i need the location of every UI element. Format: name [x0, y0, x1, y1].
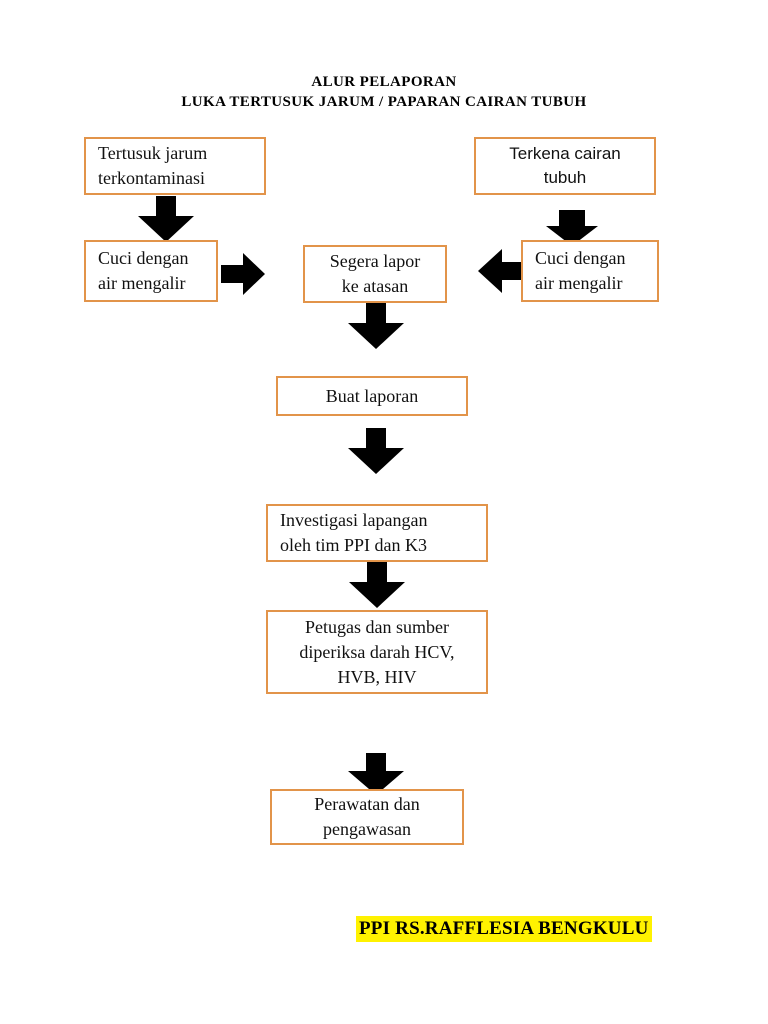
arrow-down-laporan-to-investigasi	[348, 428, 404, 474]
page-title-line-2: LUKA TERTUSUK JARUM / PAPARAN CAIRAN TUB…	[181, 94, 587, 110]
flow-node-line: pengawasan	[323, 819, 411, 839]
flow-node-periksa-darah[interactable]: Petugas dan sumber diperiksa darah HCV, …	[266, 610, 488, 694]
arrow-down-tertusuk-to-cuci	[138, 196, 194, 242]
flow-node-cuci-kanan[interactable]: Cuci dengan air mengalir	[521, 240, 659, 302]
flow-node-line: Buat laporan	[325, 385, 419, 406]
arrow-right-cuci-to-lapor	[221, 253, 265, 295]
flow-node-line: tubuh	[543, 168, 587, 187]
flow-node-line: air mengalir	[98, 273, 186, 293]
flow-node-line: Perawatan dan	[314, 794, 420, 814]
flow-node-cuci-kiri[interactable]: Cuci dengan air mengalir	[84, 240, 218, 302]
arrow-down-lapor-to-laporan	[348, 303, 404, 349]
flow-node-line: Investigasi lapangan	[280, 510, 428, 530]
page-title-line-1: ALUR PELAPORAN	[311, 74, 457, 90]
flow-node-line: Cuci dengan	[98, 248, 189, 268]
flow-node-tertusuk-jarum[interactable]: Tertusuk jarum terkontaminasi	[84, 137, 266, 195]
arrow-left-cuci-to-lapor	[478, 249, 524, 293]
flow-node-line: air mengalir	[535, 273, 623, 293]
flow-node-investigasi[interactable]: Investigasi lapangan oleh tim PPI dan K3	[266, 504, 488, 562]
footer-organization-label: PPI RS.RAFFLESIA BENGKULU	[356, 916, 652, 942]
flow-node-line: Petugas dan sumber	[305, 616, 449, 637]
flow-node-perawatan[interactable]: Perawatan dan pengawasan	[270, 789, 464, 845]
flow-node-line: Terkena cairan	[509, 144, 621, 163]
flow-node-line: diperiksa darah HCV,	[299, 641, 455, 662]
flow-node-line: terkontaminasi	[98, 168, 205, 188]
flow-node-line: ke atasan	[341, 276, 409, 296]
flow-node-line: Cuci dengan	[535, 248, 626, 268]
flow-node-line: oleh tim PPI dan K3	[280, 535, 427, 555]
arrow-down-terkena-to-cuci	[546, 210, 598, 246]
flow-node-terkena-cairan[interactable]: Terkena cairan tubuh	[474, 137, 656, 195]
flow-node-line: Tertusuk jarum	[98, 143, 208, 163]
arrow-down-investigasi-to-periksa	[349, 562, 405, 608]
flow-node-line: Segera lapor	[329, 251, 421, 271]
page-title: ALUR PELAPORAN LUKA TERTUSUK JARUM / PAP…	[0, 72, 768, 112]
flow-node-line: HVB, HIV	[337, 666, 417, 687]
arrow-down-periksa-to-perawatan	[348, 753, 404, 795]
flow-node-buat-laporan[interactable]: Buat laporan	[276, 376, 468, 416]
flow-node-segera-lapor[interactable]: Segera lapor ke atasan	[303, 245, 447, 303]
